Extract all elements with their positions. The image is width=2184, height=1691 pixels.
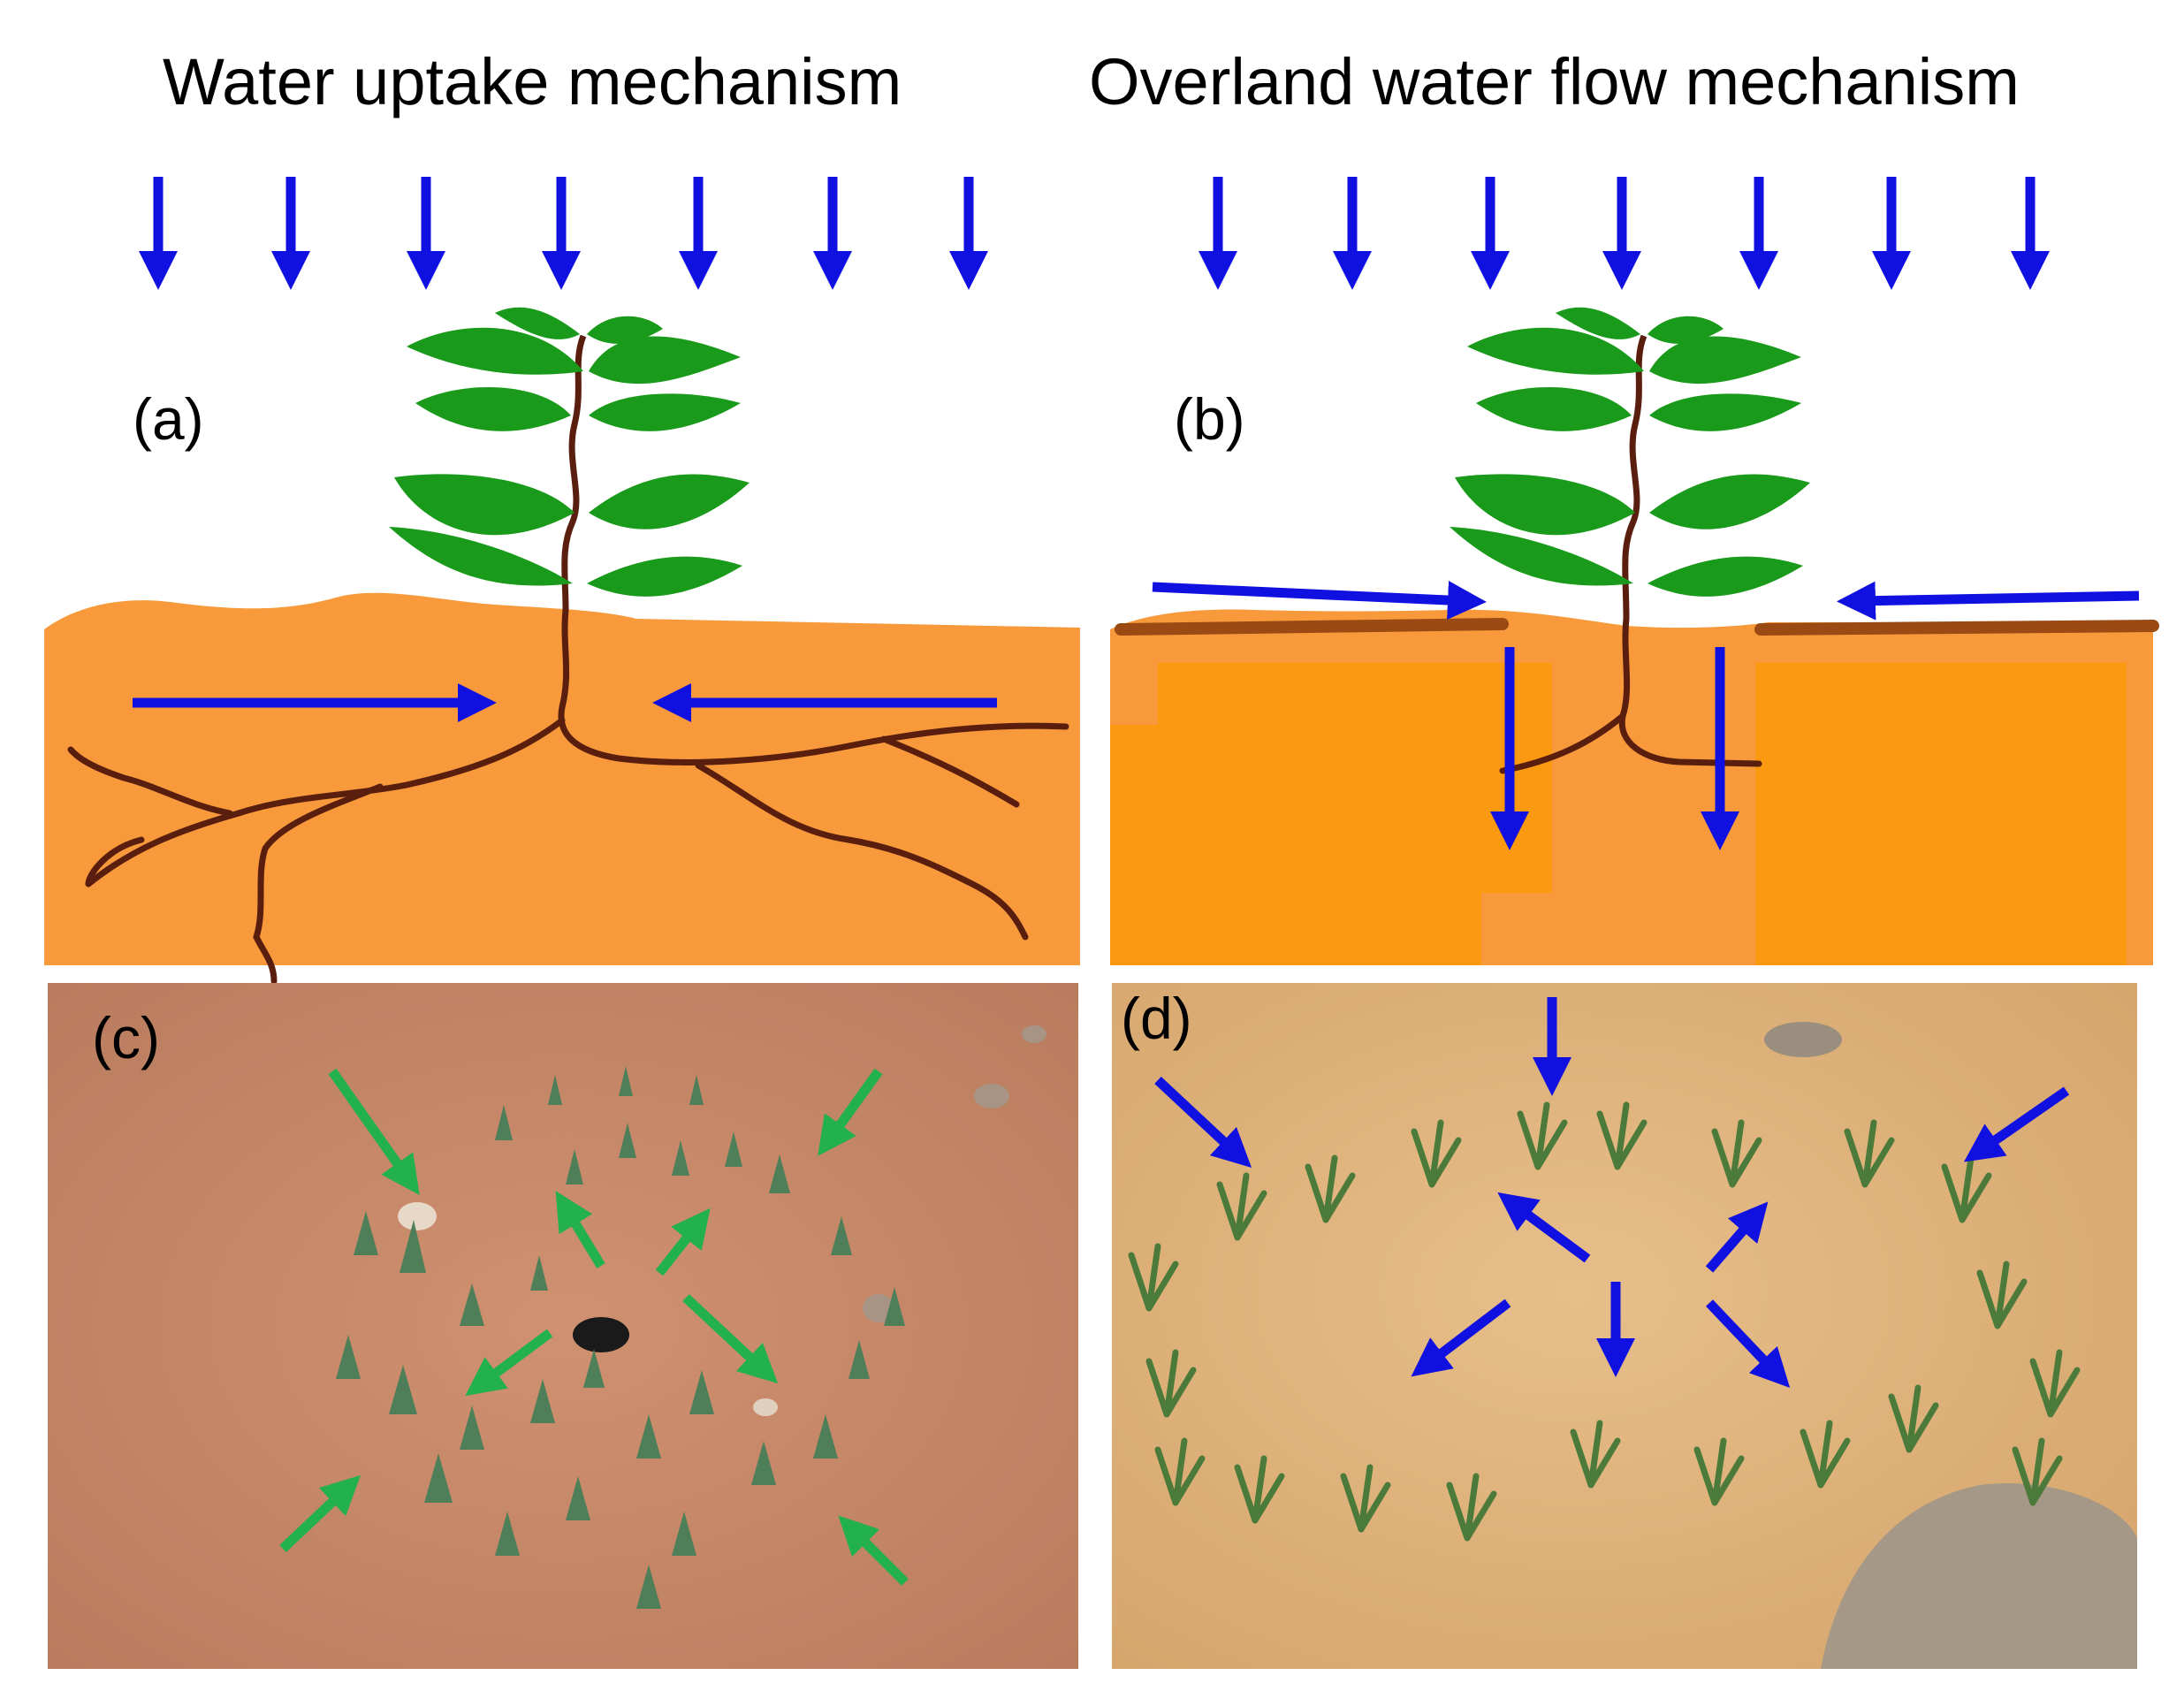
blue-arrows-d [1154, 997, 2070, 1388]
title-overland-flow: Overland water flow mechanism [1089, 45, 2020, 118]
seedlings-c [336, 1066, 905, 1609]
panel-label-d: (d) [1121, 986, 1192, 1051]
panel-label-b: (b) [1174, 386, 1245, 452]
leaves-a [389, 307, 750, 597]
green-arrows-c [279, 1068, 909, 1586]
flow-arrow-b-right [1837, 581, 2140, 621]
panel-b-diagram [1110, 307, 2159, 965]
title-water-uptake: Water uptake mechanism [163, 45, 902, 118]
crust-line-right [1754, 620, 2159, 636]
panel-a-diagram [44, 307, 1080, 985]
panel-label-a: (a) [133, 386, 204, 452]
sensor-cap [573, 1317, 629, 1352]
panel-label-c: (c) [92, 1005, 160, 1070]
crust-block-right [1755, 663, 2127, 965]
rain-arrows-right [1199, 177, 2050, 290]
soil-a [44, 592, 1080, 965]
crust-block-left-lower [1110, 725, 1481, 965]
shrub-top [1764, 1022, 1842, 1057]
roots-a [67, 606, 1069, 985]
leaves-b [1450, 307, 1810, 597]
rain-arrows-left [139, 177, 988, 290]
shrub-bottom [1821, 1483, 2137, 1669]
stones-c [398, 1025, 1046, 1416]
photo-c [48, 983, 1078, 1669]
stem-b [1622, 334, 1648, 620]
flow-arrow-b-left [1152, 581, 1487, 620]
roots-b [1499, 615, 1762, 774]
crust-line-left [1115, 618, 1509, 636]
stem-a [561, 334, 587, 611]
photo-d [1112, 983, 2137, 1669]
grass-ring-d [1128, 1101, 2081, 1542]
